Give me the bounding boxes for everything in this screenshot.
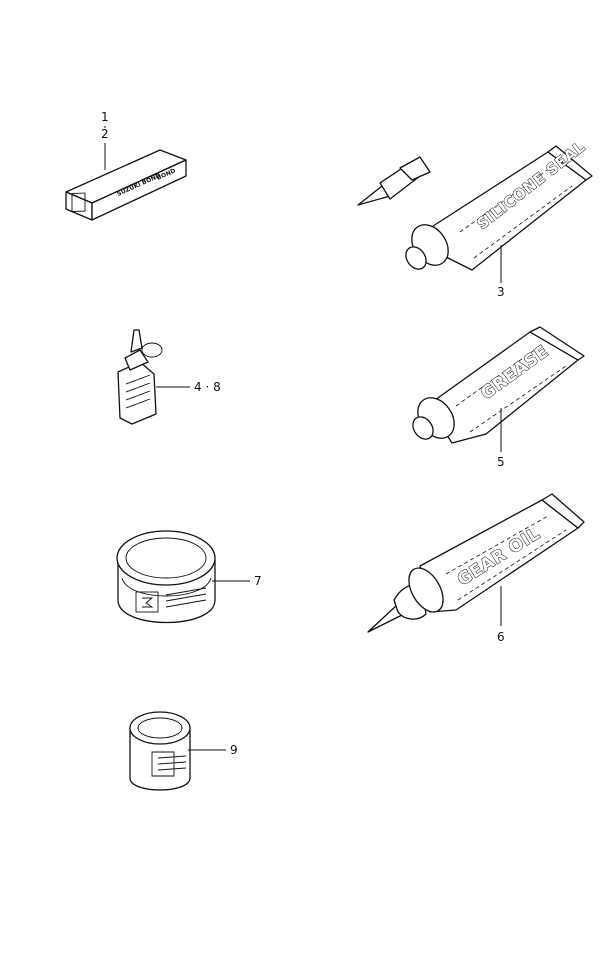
callout-6: 6 bbox=[497, 630, 505, 644]
callout-4-8: 4 · 8 bbox=[194, 380, 221, 394]
callout-3: 3 bbox=[497, 285, 505, 299]
part-bond-box: SUZUKI BOND BOND bbox=[65, 143, 187, 221]
part-small-can bbox=[129, 711, 226, 791]
part-silicone-seal-tube: SILICONE SEAL bbox=[357, 137, 593, 283]
part-large-can bbox=[116, 530, 250, 624]
callout-5: 5 bbox=[497, 455, 505, 469]
callout-7: 7 bbox=[254, 574, 262, 588]
part-grease-tube: GREASE bbox=[412, 326, 585, 452]
callout-9: 9 bbox=[230, 743, 238, 757]
callout-2: 2 bbox=[101, 127, 109, 141]
part-oil-bottle bbox=[117, 329, 190, 425]
callout-1: 1 bbox=[101, 110, 109, 124]
part-gear-oil-tube: GEAR OIL bbox=[367, 493, 585, 633]
